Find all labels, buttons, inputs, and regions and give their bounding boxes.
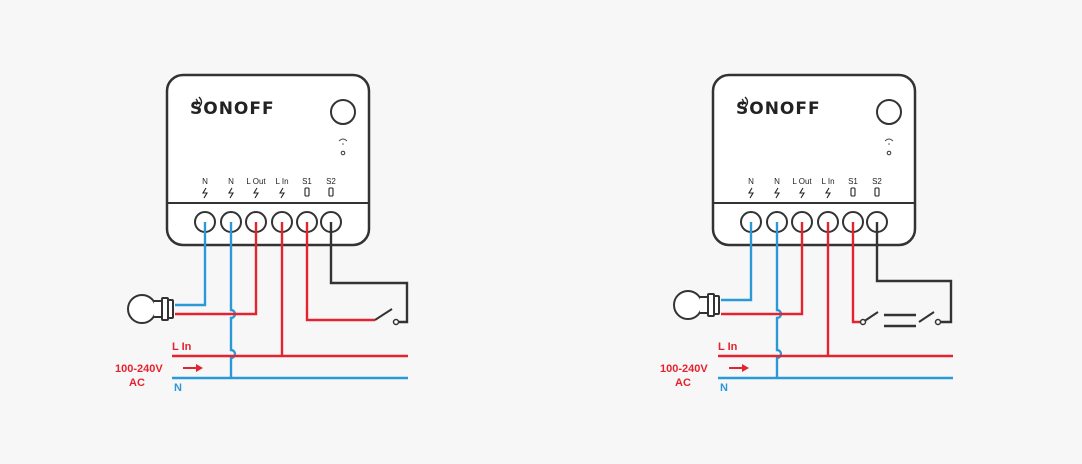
wifi-status-icon	[338, 138, 348, 156]
lightning-icon	[774, 187, 780, 199]
switch-wire-s2	[875, 222, 953, 324]
terminal-label-s2: S2	[872, 177, 882, 186]
terminal-label-l-in: L In	[275, 177, 288, 186]
lightning-icon	[279, 187, 285, 199]
terminal-label-s1: S1	[302, 177, 312, 186]
neutral-label: N	[720, 382, 728, 394]
terminal-label-n2: N	[228, 177, 234, 186]
live-wire-lamp	[721, 222, 804, 316]
line-in-label: L In	[718, 341, 738, 353]
switch-wire-s1	[305, 222, 375, 322]
lamp-icon	[673, 290, 720, 320]
voltage-label: 100-240V	[115, 363, 163, 375]
arrow-icon	[183, 364, 203, 372]
switch-contact	[392, 318, 400, 326]
terminal-label-n1: N	[202, 177, 208, 186]
switch-icon	[304, 187, 310, 197]
switch-contact	[859, 318, 867, 326]
lightning-icon	[202, 187, 208, 199]
arrow-icon	[729, 364, 749, 372]
neutral-label: N	[174, 382, 182, 394]
lightning-icon	[799, 187, 805, 199]
ac-label: AC	[675, 377, 691, 389]
terminal-label-n2: N	[774, 177, 780, 186]
switch-icon	[850, 187, 856, 197]
line-in-label: L In	[172, 341, 192, 353]
wiring-diagram-left: SONOFF N N L Out L In S1 S2	[115, 73, 409, 394]
lightning-icon	[253, 187, 259, 199]
lightning-icon	[228, 187, 234, 199]
neutral-wire-lamp	[721, 222, 753, 302]
lightning-icon	[825, 187, 831, 199]
switch-icon	[328, 187, 334, 197]
switch-wire-s2	[329, 222, 409, 324]
wifi-signal-icon	[195, 96, 203, 108]
terminal-label-l-in: L In	[821, 177, 834, 186]
brand-logo: SONOFF	[190, 99, 275, 119]
lightning-icon	[748, 187, 754, 199]
wifi-signal-icon	[741, 96, 749, 108]
switch-wire-s1	[851, 222, 860, 324]
terminal-label-l-out: L Out	[792, 177, 812, 186]
wifi-status-icon	[884, 138, 894, 156]
sonoff-device: SONOFF N N L Out L In S1 S2	[165, 73, 371, 247]
switch-icon	[874, 187, 880, 197]
switch-lever	[374, 308, 393, 321]
pairing-button	[876, 99, 902, 125]
terminal-label-l-out: L Out	[246, 177, 266, 186]
pairing-button	[330, 99, 356, 125]
neutral-wire-lamp	[175, 222, 207, 307]
switch-contact	[934, 318, 942, 326]
terminal-label-s2: S2	[326, 177, 336, 186]
lamp-icon	[127, 294, 174, 324]
sonoff-device: SONOFF N N L Out L In S1 S2	[711, 73, 917, 247]
wiring-diagram-right: SONOFF N N L Out L In S1 S2	[660, 73, 953, 394]
switch-lever-2	[918, 311, 935, 323]
voltage-label: 100-240V	[660, 363, 708, 375]
ac-label: AC	[129, 377, 145, 389]
terminal-label-n1: N	[748, 177, 754, 186]
terminal-label-s1: S1	[848, 177, 858, 186]
brand-logo: SONOFF	[736, 99, 821, 119]
live-wire-lamp	[175, 222, 258, 316]
